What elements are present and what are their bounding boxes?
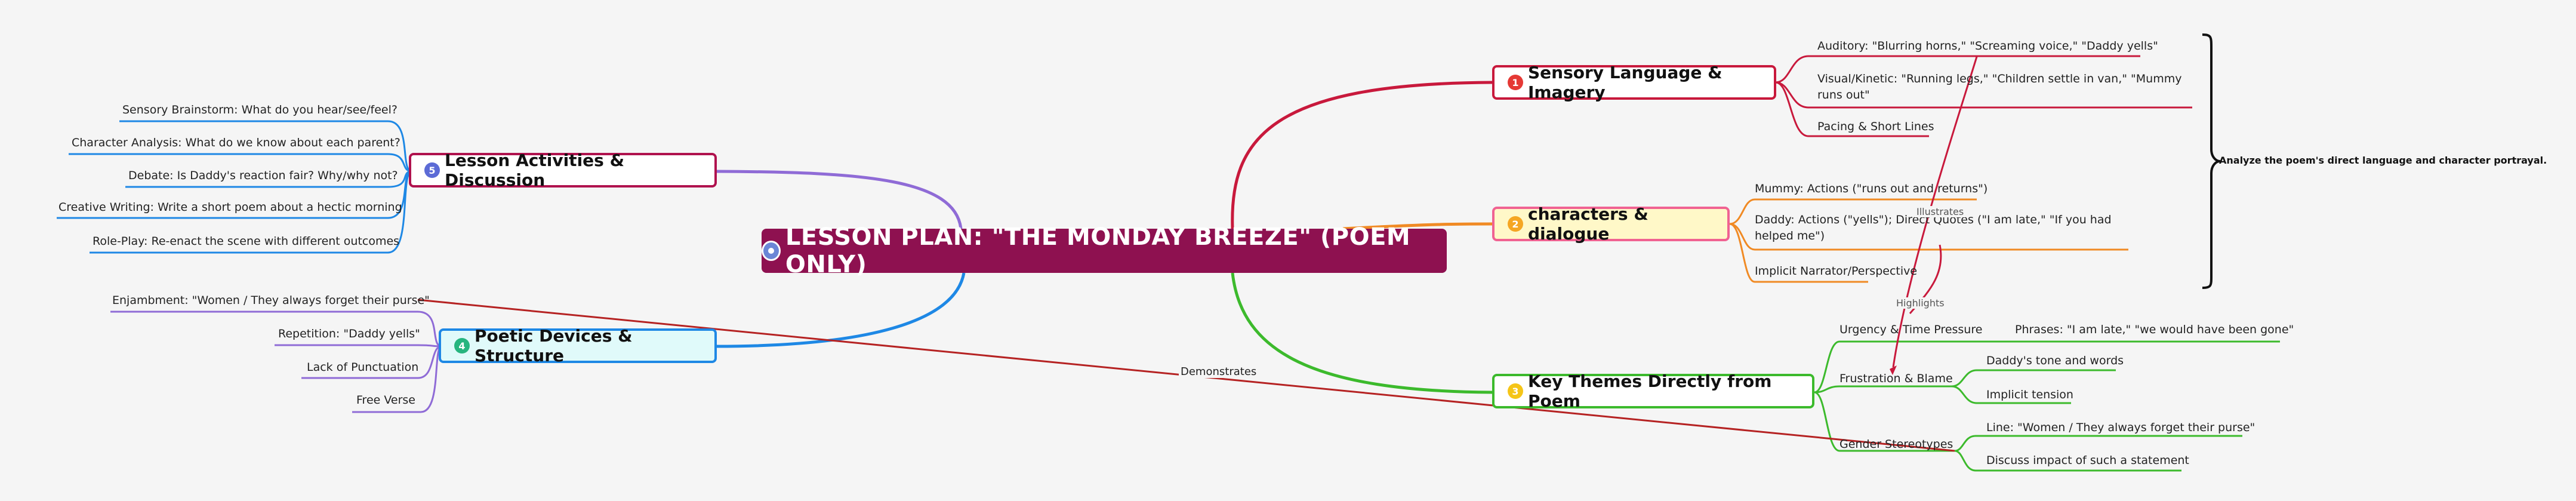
topic-characters[interactable]: 2 characters & dialogue — [1492, 204, 1730, 244]
topic-themes[interactable]: 3 Key Themes Directly from Poem — [1492, 371, 1814, 411]
relationship-label-demonstrates[interactable]: Demonstrates — [1179, 365, 1259, 378]
activity-item-brainstorm[interactable]: Sensory Brainstorm: What do you hear/see… — [122, 103, 398, 116]
link-root-sensory — [1231, 81, 1493, 229]
link-root-activities — [716, 170, 963, 229]
topic-label: Lesson Activities & Discussion — [445, 150, 624, 190]
link-root-themes — [1231, 272, 1493, 394]
topic-label: Sensory Language & Imagery — [1528, 63, 1723, 102]
device-item-free-verse[interactable]: Free Verse — [356, 394, 415, 407]
theme-frustration[interactable]: Frustration & Blame — [1839, 372, 1953, 385]
relationship-label-illustrates[interactable]: Illustrates — [1915, 206, 1966, 217]
topic-devices[interactable]: 4 Poetic Devices & Structure — [439, 326, 717, 365]
sensory-item-auditory[interactable]: Auditory: "Blurring horns," "Screaming v… — [1817, 39, 2158, 53]
character-item-daddy[interactable]: Daddy: Actions ("yells"); Direct Quotes … — [1755, 213, 2112, 242]
character-item-narrator[interactable]: Implicit Narrator/Perspective — [1755, 265, 1918, 278]
summary-label[interactable]: Analyze the poem's direct language and c… — [2219, 155, 2547, 166]
topic-number-badge: 4 — [454, 338, 470, 354]
topic-number-badge: 1 — [1508, 75, 1523, 90]
sensory-item-pacing[interactable]: Pacing & Short Lines — [1817, 120, 1934, 133]
character-item-mummy[interactable]: Mummy: Actions ("runs out and returns") — [1755, 182, 1988, 195]
root-title: LESSON PLAN: "THE MONDAY BREEZE" (POEM O… — [785, 223, 1411, 278]
device-item-repetition[interactable]: Repetition: "Daddy yells" — [278, 327, 420, 340]
activity-item-role-play[interactable]: Role-Play: Re-enact the scene with diffe… — [93, 235, 400, 248]
sensory-item-visual[interactable]: Visual/Kinetic: "Running legs," "Childre… — [1817, 72, 2182, 102]
link-root-characters — [1342, 222, 1493, 230]
topic-number-badge: 3 — [1508, 383, 1523, 399]
topic-label: characters & dialogue — [1528, 204, 1648, 244]
topic-number-badge: 2 — [1508, 216, 1523, 232]
activity-item-debate[interactable]: Debate: Is Daddy's reaction fair? Why/wh… — [128, 169, 398, 182]
topic-activities[interactable]: 5 Lesson Activities & Discussion — [409, 150, 717, 190]
activity-item-character-analysis[interactable]: Character Analysis: What do we know abou… — [72, 136, 400, 149]
device-item-punctuation[interactable]: Lack of Punctuation — [307, 361, 419, 374]
topic-label: Poetic Devices & Structure — [474, 326, 633, 365]
root-icon — [762, 241, 781, 261]
theme-urgency-detail[interactable]: Phrases: "I am late," "we would have bee… — [2015, 323, 2294, 336]
theme-frustration-detail[interactable]: Implicit tension — [1986, 388, 2073, 401]
theme-gender[interactable]: Gender Stereotypes — [1839, 438, 1953, 451]
theme-frustration-detail[interactable]: Daddy's tone and words — [1986, 354, 2124, 367]
theme-gender-detail[interactable]: Discuss impact of such a statement — [1986, 454, 2189, 467]
topic-number-badge: 5 — [424, 162, 440, 178]
activity-item-creative-writing[interactable]: Creative Writing: Write a short poem abo… — [58, 201, 402, 214]
theme-gender-detail[interactable]: Line: "Women / They always forget their … — [1986, 421, 2255, 434]
topic-sensory[interactable]: 1 Sensory Language & Imagery — [1492, 63, 1776, 102]
summary-bracket — [2202, 33, 2221, 289]
device-item-enjambment[interactable]: Enjambment: "Women / They always forget … — [112, 294, 430, 307]
root-topic[interactable]: LESSON PLAN: "THE MONDAY BREEZE" (POEM O… — [762, 223, 1447, 278]
relationship-label-highlights[interactable]: Highlights — [1894, 297, 1946, 309]
link-root-devices — [716, 272, 966, 348]
topic-label: Key Themes Directly from Poem — [1528, 371, 1772, 411]
theme-urgency[interactable]: Urgency & Time Pressure — [1839, 323, 1983, 336]
